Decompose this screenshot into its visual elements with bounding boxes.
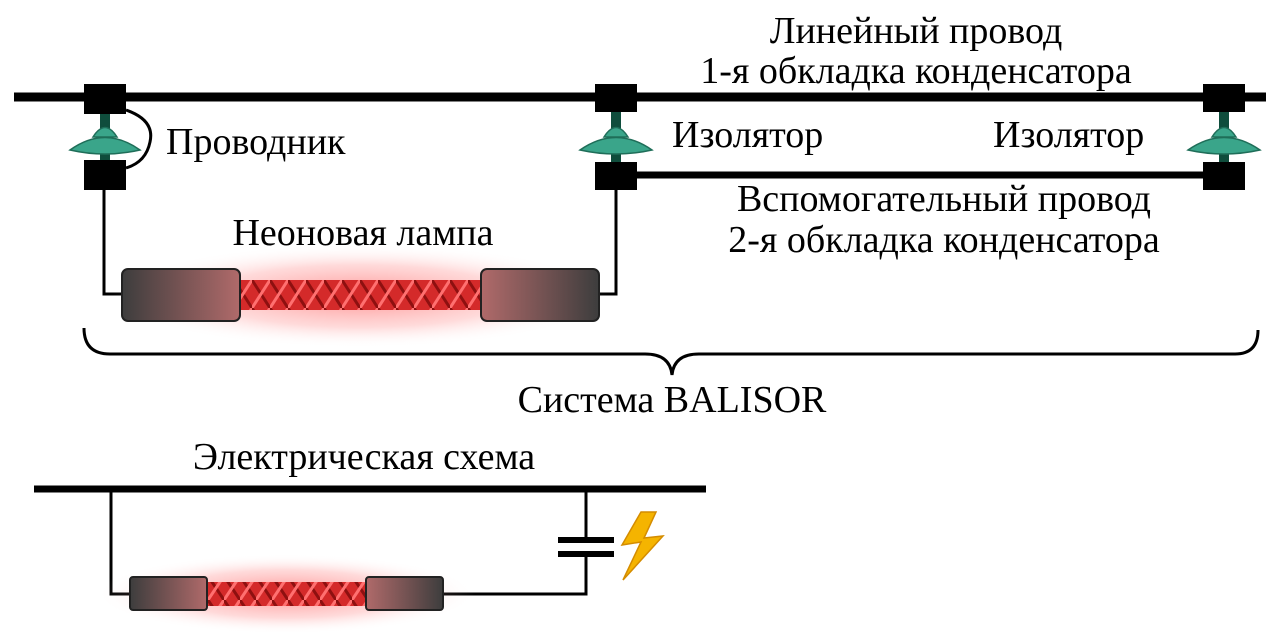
- insulator-right-assembly: [1186, 84, 1262, 190]
- insulator-label-left: Изолятор: [672, 114, 823, 156]
- insulator-middle-assembly: [578, 84, 654, 190]
- insulator-label-right: Изолятор: [993, 114, 1144, 156]
- insulator-icon: [1186, 112, 1262, 162]
- neon-lamp-icon: [96, 554, 476, 634]
- auxiliary-wire-label: Вспомогательный провод: [737, 178, 1151, 220]
- insulator-icon: [68, 114, 142, 160]
- insulator-icon: [578, 112, 654, 162]
- lightning-icon: [620, 511, 665, 581]
- capacitor-plate-2-label: 2-я обкладка конденсатора: [728, 219, 1160, 261]
- conductor-label: Проводник: [166, 121, 346, 163]
- neon-lamp-label: Неоновая лампа: [232, 212, 493, 254]
- neon-lamp-icon: [110, 244, 610, 348]
- system-brace: [82, 327, 1260, 376]
- line-wire-label: Линейный провод: [770, 10, 1063, 52]
- schematic-lead-right: [443, 489, 588, 596]
- capacitor-icon: [558, 537, 614, 557]
- schematic-label: Электрическая схема: [193, 436, 535, 478]
- system-label: Система BALISOR: [518, 379, 827, 421]
- insulator-left-assembly: [68, 84, 153, 190]
- capacitor-plate-1-label: 1-я обкладка конденсатора: [700, 50, 1132, 92]
- lamp-lead-left: [102, 190, 122, 296]
- conductor-loop: [125, 108, 153, 170]
- lamp-lead-right: [599, 190, 618, 296]
